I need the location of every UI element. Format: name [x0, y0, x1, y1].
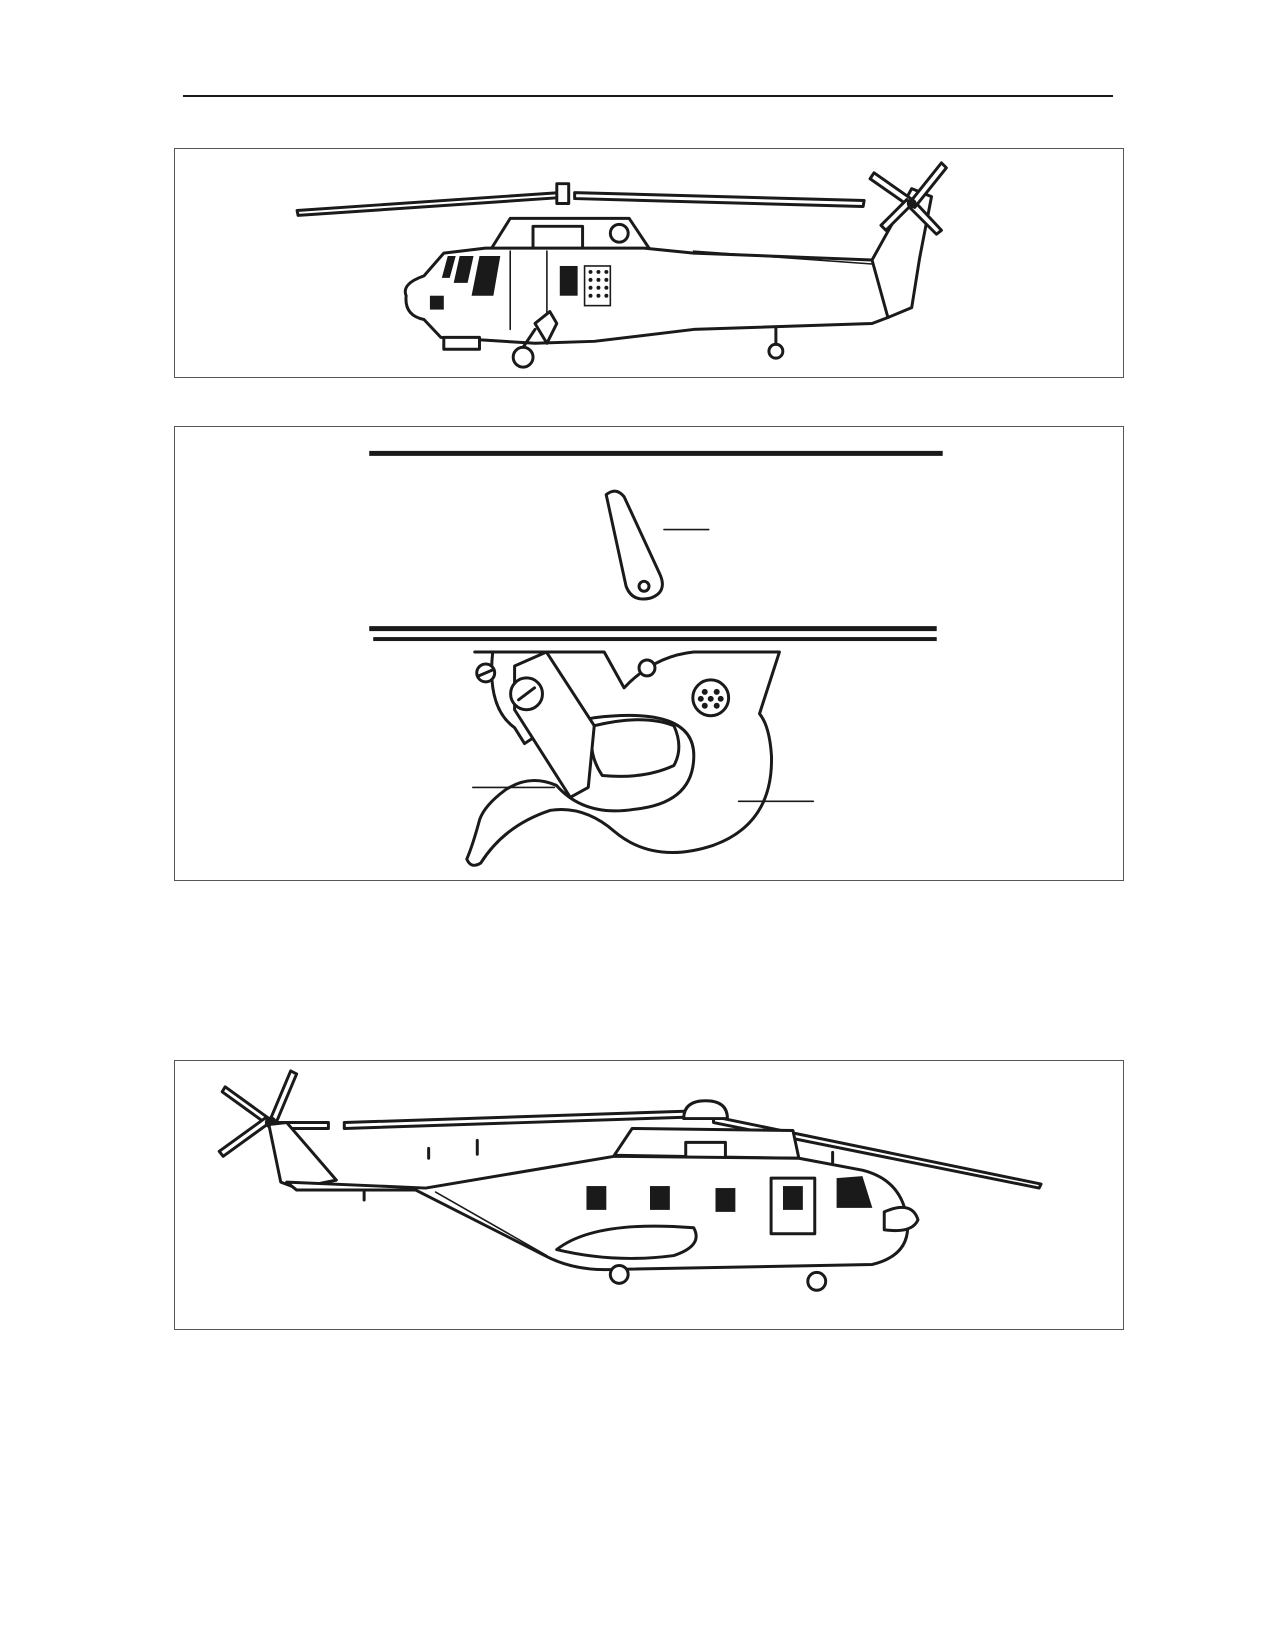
- main-rotor-blade-rear: [342, 1109, 706, 1130]
- hook-throat: [590, 718, 681, 778]
- pivot-bolt-top: [637, 658, 657, 678]
- cockpit-window-3: [471, 256, 501, 296]
- cockpit-window-front: [836, 1176, 873, 1208]
- tail-rotor: [868, 161, 948, 236]
- main-wheel-2: [608, 1263, 630, 1285]
- cabin-window-2: [649, 1186, 670, 1210]
- figure-3-helicopter: [174, 1060, 1124, 1330]
- tail-boom-line: [692, 250, 873, 265]
- nose-wheel-2: [806, 1270, 828, 1292]
- door-window: [783, 1186, 803, 1210]
- release-lever-hole: [637, 579, 651, 593]
- header-rule: [183, 95, 1113, 97]
- main-rotor-blade-left: [295, 191, 563, 217]
- sponson: [555, 1224, 698, 1260]
- helicopter-drawing-2: [217, 1069, 1043, 1292]
- cockpit-window-2: [453, 256, 474, 283]
- nose-sensor: [429, 295, 444, 310]
- vent-grid: [583, 265, 612, 307]
- cabin-window-1: [586, 1186, 607, 1210]
- main-rotor-blade-right: [573, 191, 866, 208]
- fuselage-2: [285, 1154, 910, 1272]
- tail-pylon-2: [267, 1121, 338, 1190]
- rotor-hub-2: [682, 1099, 729, 1121]
- helicopter-drawing-1: [295, 161, 948, 369]
- nose-radome: [882, 1205, 920, 1233]
- rotor-hub: [555, 182, 571, 206]
- cabin-window-3: [715, 1188, 736, 1212]
- mounting-rail-bottom: [373, 637, 937, 642]
- main-gear-sponson: [533, 310, 559, 345]
- cargo-hook-drawing: [369, 450, 943, 867]
- main-gear-strut: [521, 327, 537, 349]
- main-wheel: [511, 345, 535, 369]
- nose-fairing: [442, 335, 481, 351]
- mounting-rail-top: [369, 626, 937, 632]
- release-lever: [604, 489, 664, 601]
- hex-nut-detail: [697, 688, 724, 709]
- tail-wheel: [767, 342, 785, 360]
- tail-pylon: [870, 187, 934, 320]
- hull-line: [434, 1191, 548, 1257]
- figure-2-cargo-hook: [174, 426, 1124, 881]
- cockpit-window-1: [441, 256, 456, 278]
- cabin-window: [559, 265, 578, 296]
- figure-1-helicopter: [174, 148, 1124, 378]
- engine-intake: [608, 222, 630, 244]
- main-rotor-blade-front: [712, 1115, 1043, 1190]
- top-rail: [369, 450, 943, 456]
